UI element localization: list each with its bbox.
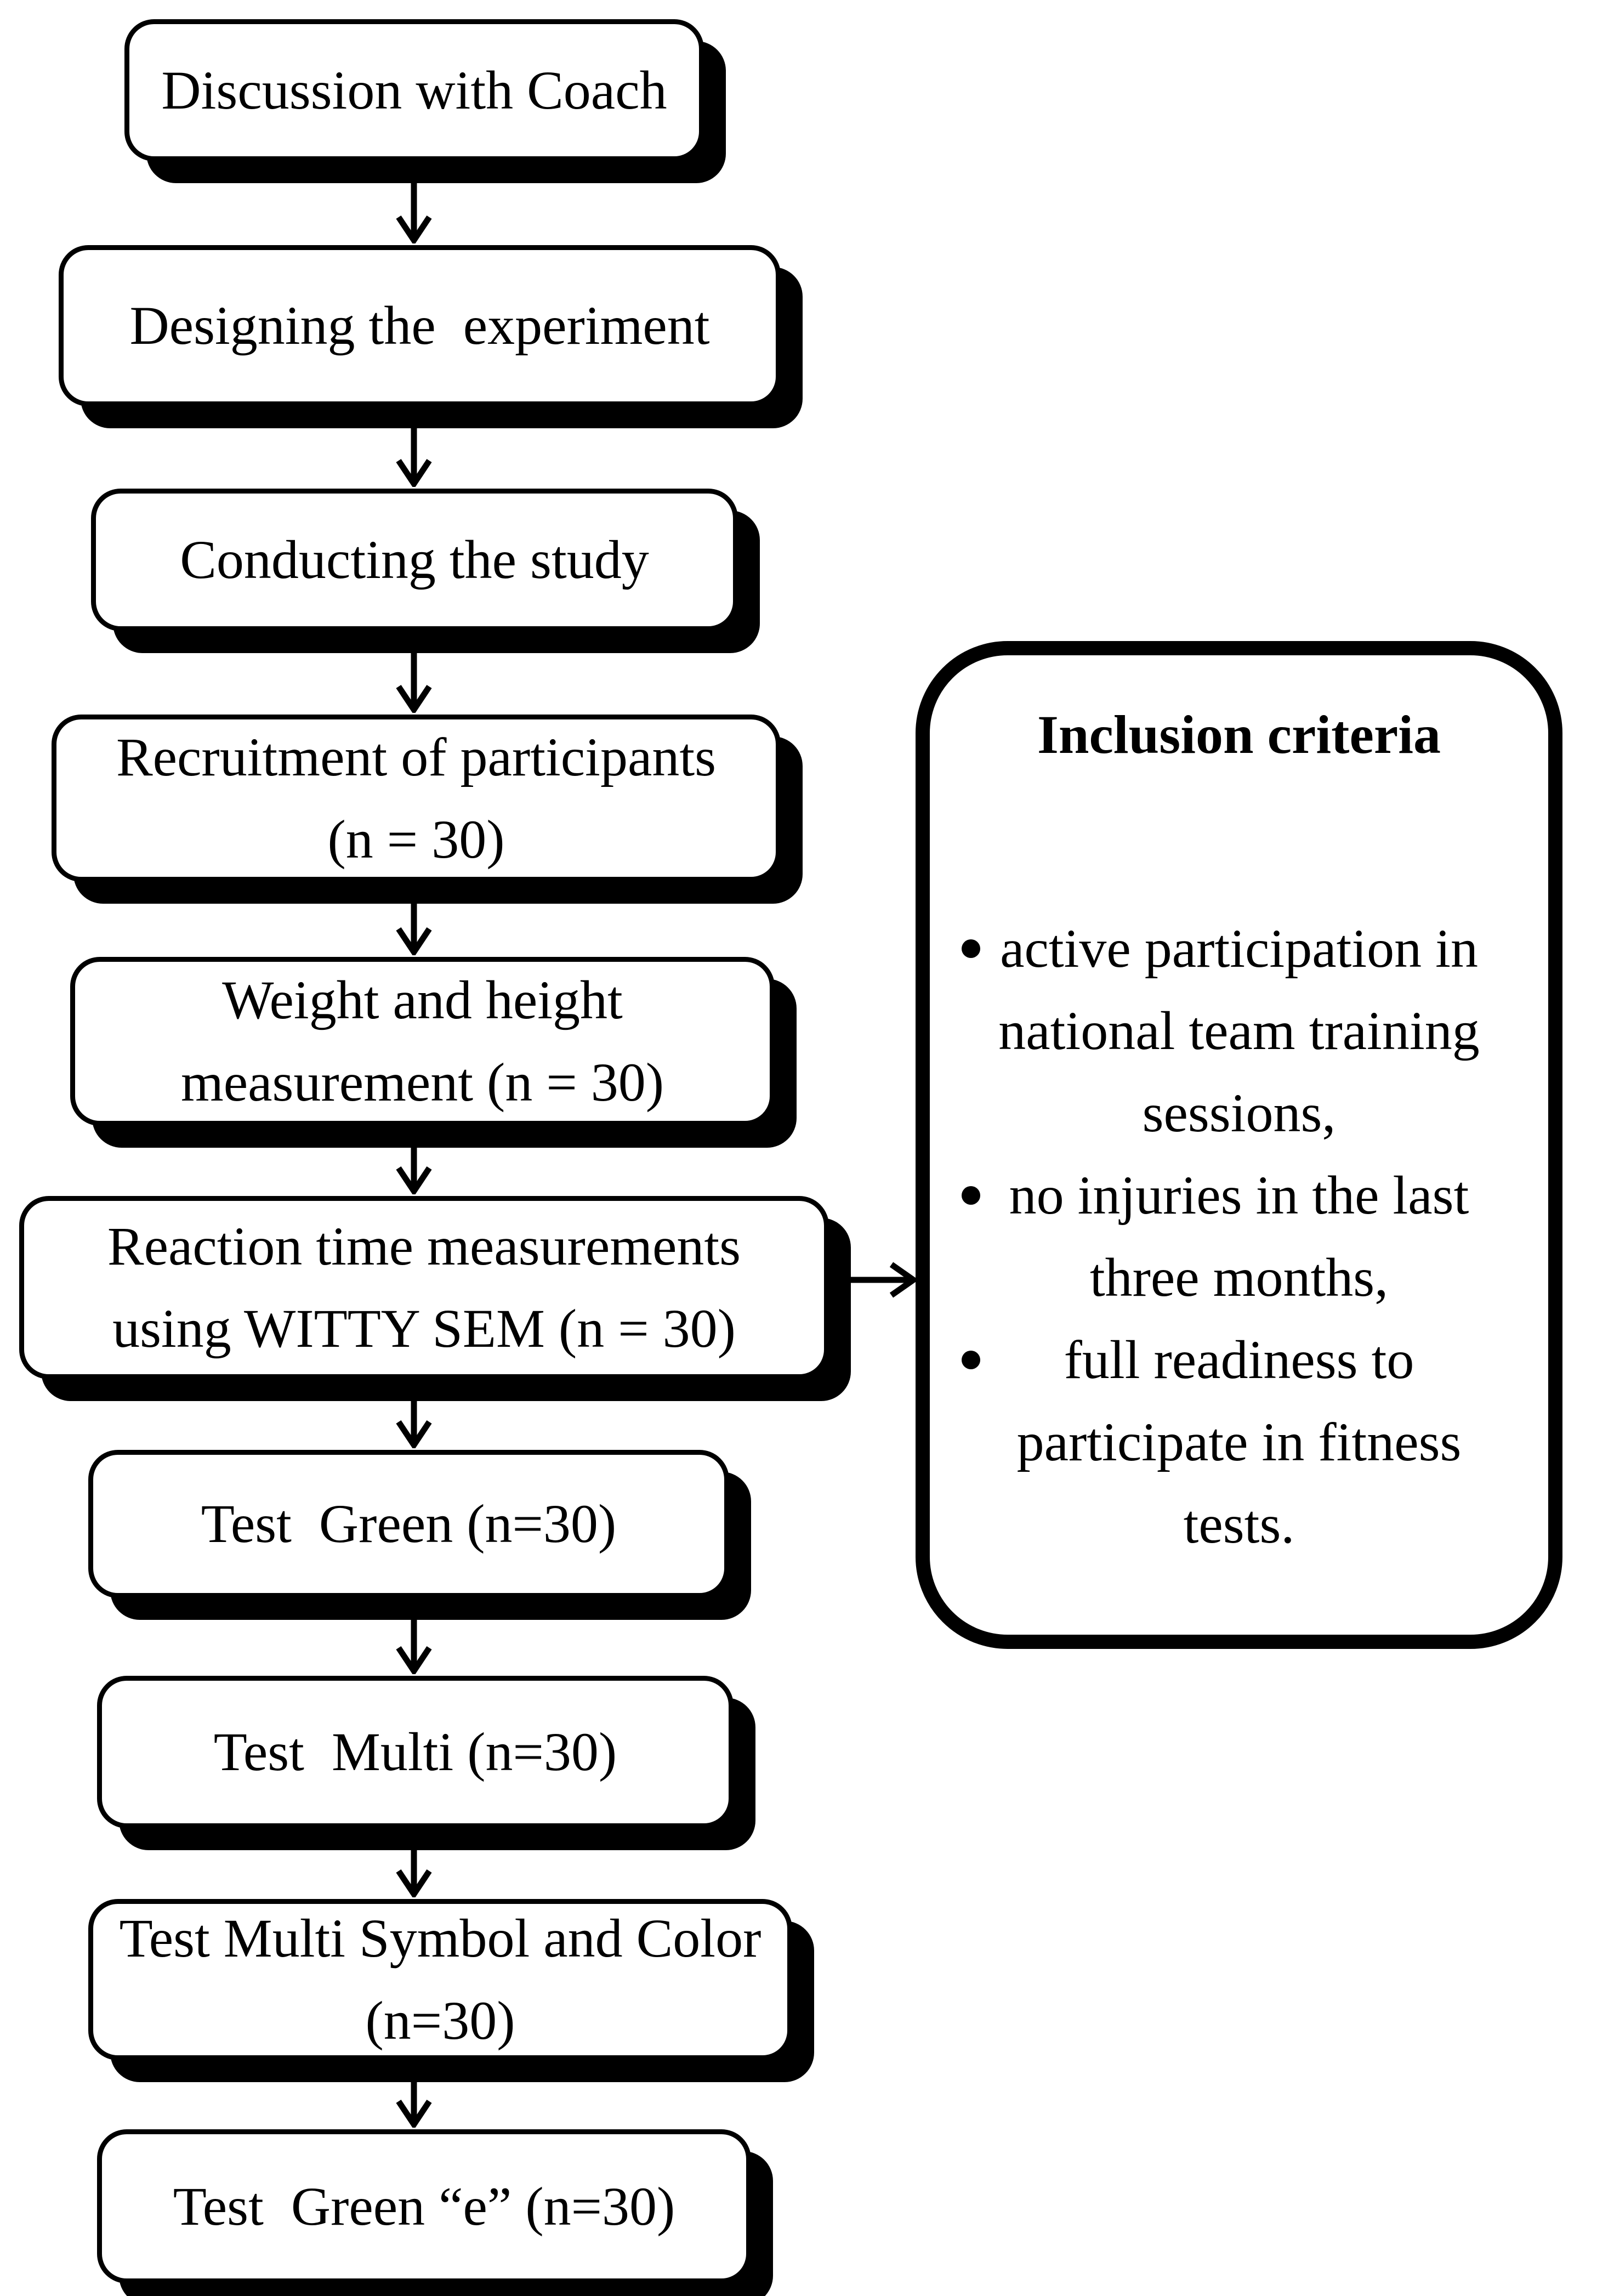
inclusion-criteria-item-text: no injuries in the last three months,	[1009, 1165, 1469, 1308]
inclusion-criteria-item: active participation in national team tr…	[930, 908, 1548, 1154]
flow-box-label: Test Green “e” (n=30)	[173, 2175, 675, 2237]
flow-box-reaction-time: Reaction time measurements using WITTY S…	[19, 1196, 829, 1379]
bullet-dot-icon	[962, 1351, 980, 1369]
flow-box-label: (n=30)	[365, 1990, 515, 2051]
arrow-down-icon	[396, 904, 432, 955]
arrow-down-icon	[396, 1148, 432, 1194]
flow-box-discussion-with-coach: Discussion with Coach	[124, 19, 704, 161]
flow-box-label: Test Multi Symbol and Color	[119, 1908, 761, 1969]
inclusion-criteria-title: Inclusion criteria	[1037, 704, 1441, 765]
flow-box-recruitment: Recruitment of participants (n = 30)	[52, 715, 781, 882]
arrow-down-icon	[396, 428, 432, 487]
flow-box-label: Test Green (n=30)	[201, 1493, 617, 1554]
arrow-down-icon	[396, 1620, 432, 1674]
inclusion-criteria-item-text: active participation in national team tr…	[998, 918, 1480, 1143]
flow-box-label: Test Multi (n=30)	[213, 1721, 617, 1782]
arrow-down-icon	[396, 183, 432, 243]
inclusion-criteria-item: full readiness to participate in fitness…	[930, 1319, 1548, 1566]
inclusion-criteria-item-text: full readiness to participate in fitness…	[1016, 1329, 1462, 1555]
flow-box-conducting-study: Conducting the study	[91, 489, 738, 631]
flow-box-label: Designing the experiment	[129, 295, 710, 356]
flow-box-test-green-e: Test Green “e” (n=30)	[97, 2129, 751, 2283]
arrow-down-icon	[396, 653, 432, 713]
flow-box-label: using WITTY SEM (n = 30)	[112, 1298, 736, 1359]
flow-box-label: Discussion with Coach	[161, 59, 667, 121]
flow-box-test-multi: Test Multi (n=30)	[97, 1676, 734, 1828]
flow-box-label: (n = 30)	[327, 808, 505, 870]
bullet-dot-icon	[962, 1186, 980, 1205]
inclusion-criteria-panel: Inclusion criteria active participation …	[916, 641, 1562, 1649]
inclusion-criteria-list: active participation in national team tr…	[930, 908, 1548, 1566]
arrow-down-icon	[396, 1401, 432, 1448]
arrow-right-icon	[849, 1262, 917, 1298]
bullet-dot-icon	[962, 939, 980, 958]
flow-box-label: Recruitment of participants	[116, 726, 717, 787]
flow-box-label: Reaction time measurements	[107, 1216, 741, 1277]
flow-box-test-green: Test Green (n=30)	[88, 1450, 729, 1598]
flow-box-label: Conducting the study	[180, 529, 649, 590]
flow-box-weight-height: Weight and height measurement (n = 30)	[70, 957, 775, 1126]
flow-box-test-multi-symbol-color: Test Multi Symbol and Color (n=30)	[88, 1899, 792, 2060]
arrow-down-icon	[396, 2082, 432, 2128]
inclusion-criteria-item: no injuries in the last three months,	[930, 1154, 1548, 1319]
flow-box-label: measurement (n = 30)	[180, 1052, 664, 1113]
arrow-down-icon	[396, 1850, 432, 1897]
flow-box-designing-experiment: Designing the experiment	[59, 245, 781, 406]
flow-box-label: Weight and height	[222, 970, 623, 1030]
